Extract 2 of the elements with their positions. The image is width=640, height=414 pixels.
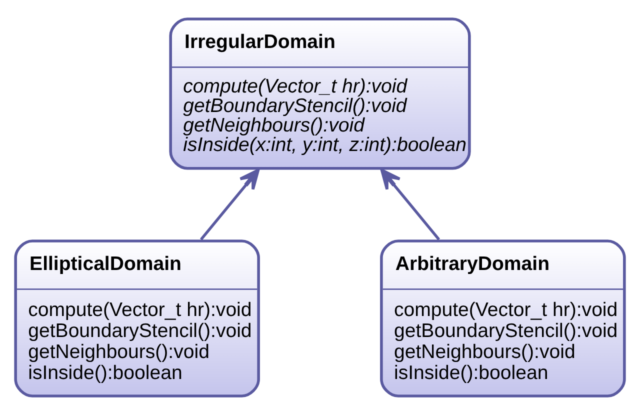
arrow	[380, 168, 440, 240]
arrow	[200, 168, 260, 240]
